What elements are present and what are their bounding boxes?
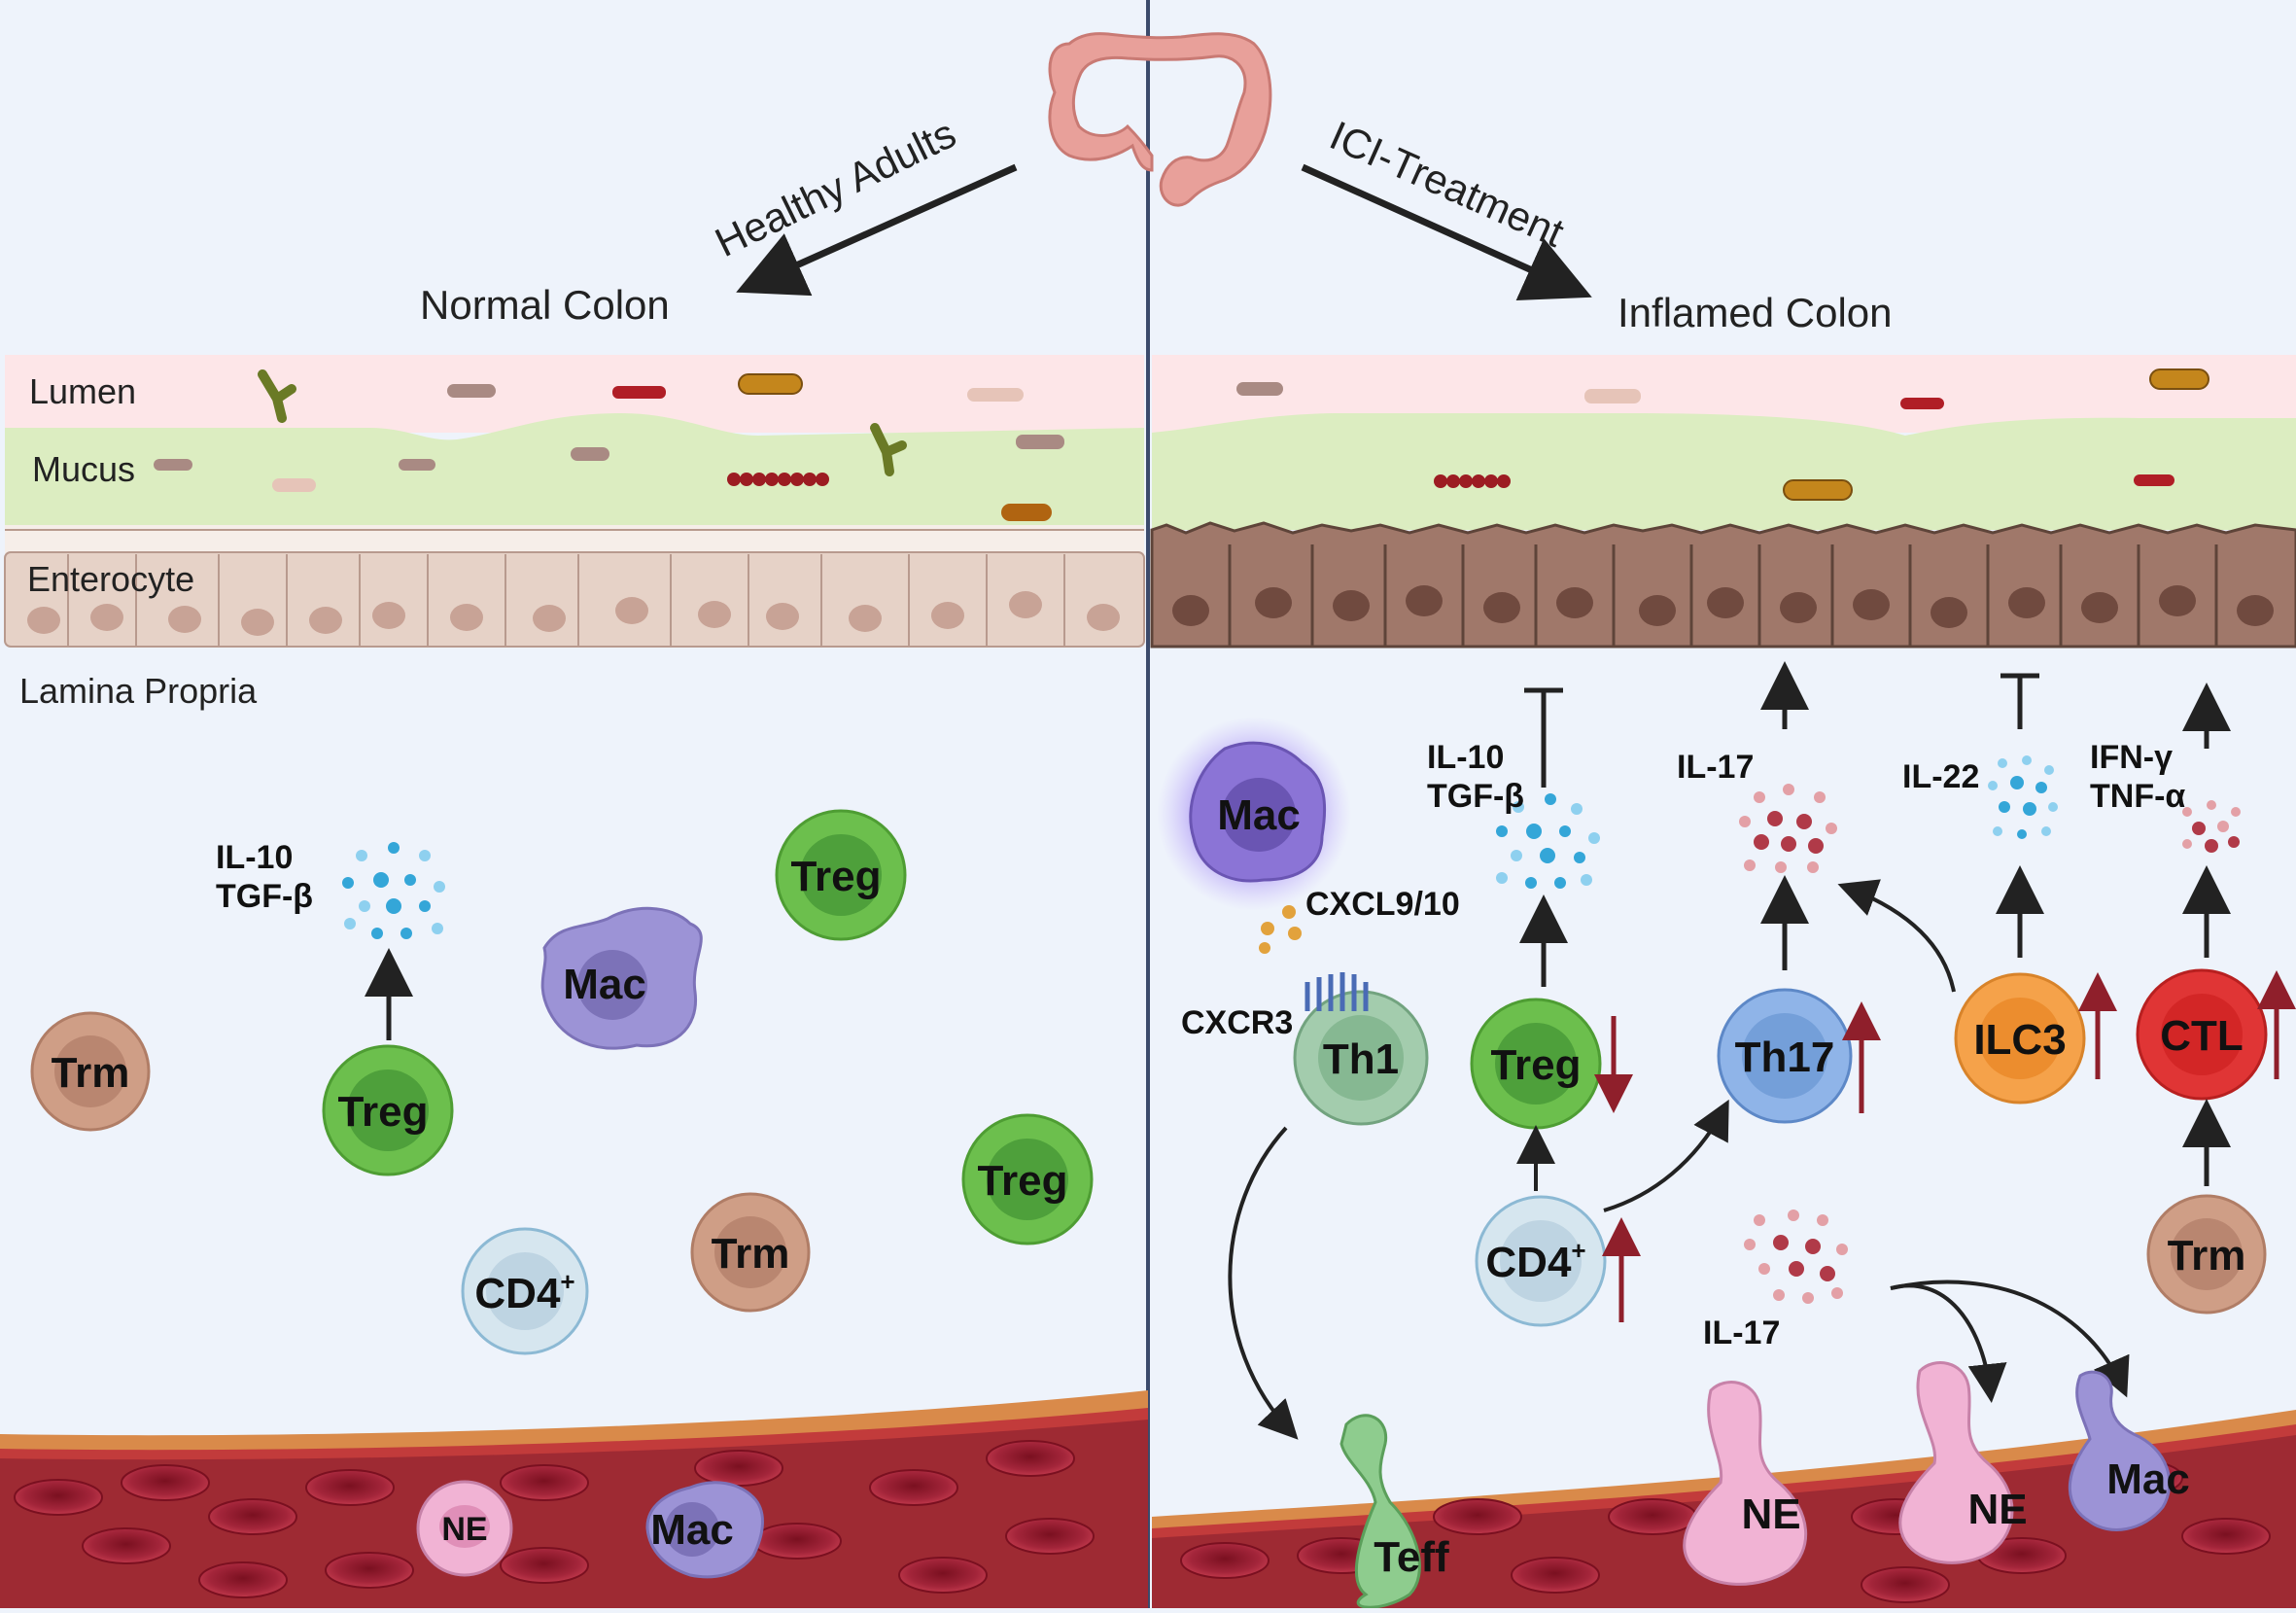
teff-cell: Teff bbox=[1339, 1414, 1449, 1609]
ne-2-label: NE bbox=[1967, 1486, 2027, 1533]
right-trm-cell: Trm bbox=[2146, 1194, 2267, 1315]
lower-il17-dots bbox=[1744, 1210, 1848, 1304]
left-trm-label: Trm bbox=[52, 1049, 130, 1097]
treg-inhibit-arrow bbox=[1524, 687, 1563, 788]
ilc3-il22-label: IL-22 bbox=[1902, 758, 1979, 795]
normal-colon-title: Normal Colon bbox=[420, 282, 670, 328]
left-treg-main-cell: Treg bbox=[322, 1044, 454, 1176]
cxcr3-label: CXCR3 bbox=[1181, 1004, 1293, 1041]
ilc3-to-il17-arrow bbox=[1837, 879, 1956, 993]
right-cd4-cell: CD4+ bbox=[1475, 1195, 1607, 1327]
treg-tgfb-label: TGF-β bbox=[1427, 778, 1524, 815]
lumen-label: Lumen bbox=[29, 371, 136, 411]
right-cd4-sup: + bbox=[1571, 1236, 1585, 1265]
cd4-to-th17-arrow bbox=[1603, 1099, 1729, 1212]
normal-epithelium: Lumen Mucus Enterocyte Lamina Propria bbox=[4, 355, 1145, 711]
cxcr3-receptor bbox=[1305, 972, 1369, 1011]
left-trm-lower-cell: Trm bbox=[690, 1192, 811, 1313]
right-mac-activated-label: Mac bbox=[1217, 791, 1301, 839]
cxcl-label: CXCL9/10 bbox=[1305, 886, 1460, 923]
treg-cytokine-dots bbox=[1496, 793, 1600, 889]
il17-to-mac-arrow bbox=[1890, 1280, 2130, 1398]
right-treg-label: Treg bbox=[1491, 1041, 1582, 1089]
th17-il17-label: IL-17 bbox=[1677, 749, 1754, 786]
left-il10-label: IL-10 bbox=[216, 839, 293, 876]
left-mac-label: Mac bbox=[563, 961, 646, 1008]
mucus-label: Mucus bbox=[32, 449, 135, 489]
inflamed-colon-title: Inflamed Colon bbox=[1618, 290, 1893, 335]
left-mac-vessel-cell: Mac bbox=[645, 1481, 764, 1579]
inflamed-epithelium bbox=[1150, 355, 2296, 649]
ne-1-label: NE bbox=[1741, 1490, 1800, 1538]
left-cd4-text: CD4 bbox=[474, 1270, 561, 1317]
left-trm-lower-label: Trm bbox=[712, 1230, 790, 1278]
right-treg-cell: Treg bbox=[1470, 998, 1602, 1130]
lamina-propria-label: Lamina Propria bbox=[19, 671, 258, 711]
right-ctl-cell: CTL bbox=[2136, 968, 2268, 1101]
right-ilc3-label: ILC3 bbox=[1973, 1016, 2066, 1064]
left-tgfb-label: TGF-β bbox=[216, 878, 313, 915]
left-treg-top-cell: Treg bbox=[775, 809, 907, 941]
blood-vessel-left bbox=[0, 1390, 1148, 1608]
left-trm-cell: Trm bbox=[30, 1011, 151, 1132]
mucus-layer bbox=[5, 413, 1144, 530]
ctl-ifng-label: IFN-γ bbox=[2090, 739, 2173, 776]
healthy-arrow bbox=[736, 163, 1018, 297]
ne-cell-1: NE bbox=[1683, 1381, 1808, 1586]
left-ne-cell: NE bbox=[416, 1480, 513, 1577]
cxcl-dots bbox=[1259, 905, 1302, 954]
colon-icon bbox=[1048, 32, 1272, 207]
left-cd4-sup: + bbox=[560, 1267, 574, 1296]
right-ilc3-cell: ILC3 bbox=[1954, 972, 2086, 1105]
mac-vessel-cell-right: Mac bbox=[2068, 1370, 2190, 1531]
right-mac-activated-cell: Mac bbox=[1157, 717, 1351, 911]
ilc3-il22-dots bbox=[1988, 755, 2058, 839]
right-trm-label: Trm bbox=[2168, 1232, 2246, 1280]
right-th17-cell: Th17 bbox=[1717, 988, 1853, 1124]
left-treg-top-label: Treg bbox=[791, 853, 882, 900]
right-th1-label: Th1 bbox=[1323, 1035, 1399, 1083]
ctl-cytokine-dots bbox=[2182, 800, 2241, 853]
teff-label: Teff bbox=[1374, 1533, 1449, 1581]
mac-vessel-right-label: Mac bbox=[2106, 1455, 2190, 1503]
left-cytokine-dots bbox=[342, 842, 445, 939]
right-cd4-text: CD4 bbox=[1485, 1239, 1572, 1286]
treg-il10-label: IL-10 bbox=[1427, 739, 1504, 776]
right-th17-label: Th17 bbox=[1735, 1034, 1835, 1081]
th1-to-teff-arrow bbox=[1228, 1126, 1299, 1440]
right-th1-cell: Th1 bbox=[1293, 972, 1429, 1126]
left-cd4-cell: CD4+ bbox=[461, 1227, 589, 1355]
th17-il17-dots bbox=[1739, 784, 1837, 873]
left-cd4-label: CD4+ bbox=[474, 1267, 574, 1317]
ilc3-inhibit-arrow bbox=[2000, 673, 2039, 729]
enterocyte-label: Enterocyte bbox=[27, 559, 194, 599]
left-treg-main-label: Treg bbox=[338, 1088, 429, 1136]
lower-il17-label: IL-17 bbox=[1703, 1315, 1780, 1351]
left-mac-vessel-label: Mac bbox=[650, 1506, 734, 1554]
ctl-tnfa-label: TNF-α bbox=[2090, 778, 2185, 815]
left-treg-right-cell: Treg bbox=[961, 1113, 1094, 1245]
left-treg-right-label: Treg bbox=[978, 1157, 1068, 1205]
ne-cell-2: NE bbox=[1898, 1361, 2028, 1564]
right-cd4-label: CD4+ bbox=[1485, 1236, 1585, 1286]
left-ne-label: NE bbox=[441, 1511, 487, 1548]
right-ctl-label: CTL bbox=[2160, 1012, 2244, 1060]
left-mac-cell: Mac bbox=[540, 906, 703, 1050]
ici-arrow bbox=[1301, 163, 1592, 300]
